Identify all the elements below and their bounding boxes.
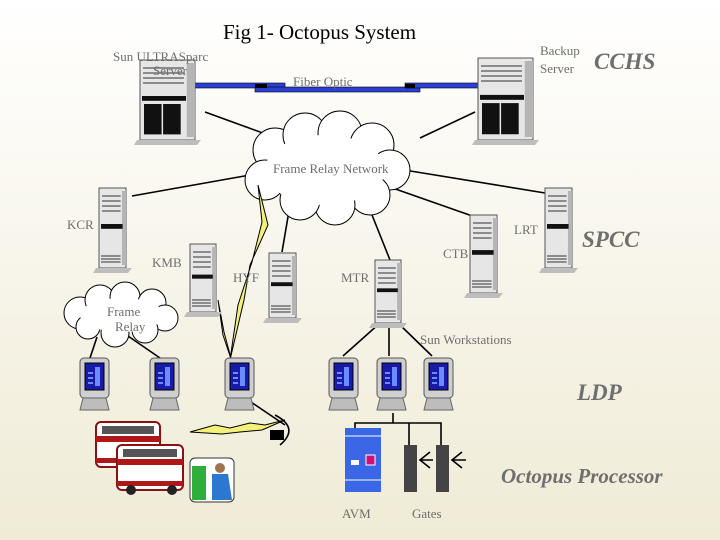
diagram-title: Fig 1- Octopus System [223, 20, 416, 44]
workstation-icon [423, 357, 454, 411]
frame-relay-cloud [63, 281, 179, 348]
workstations [79, 357, 454, 411]
octopus-processor-label: Octopus Processor [501, 464, 663, 488]
ctb-label: CTB [443, 246, 469, 261]
fare-gate-user-icon [189, 457, 235, 503]
cchs-label: CCHS [594, 49, 655, 74]
backup-server-icon [472, 57, 539, 145]
kcr-server-icon [93, 187, 132, 273]
workstation-icon [79, 357, 110, 411]
mtr-label: MTR [341, 270, 370, 285]
frame-relay-network-label: Frame Relay Network [273, 161, 389, 176]
workstation-icon [224, 357, 255, 411]
servers [93, 57, 578, 328]
frame-relay-network-cloud [244, 110, 411, 226]
gates-devices [404, 445, 466, 492]
kmb-label: KMB [152, 255, 182, 270]
lrt-server-icon [539, 187, 578, 273]
workstation-icon [149, 357, 180, 411]
workstation-icon [376, 357, 407, 411]
mtr-server-icon [369, 259, 407, 328]
backup-server-label-2: Server [540, 61, 575, 76]
avm-label: AVM [342, 506, 371, 521]
avm-device [345, 428, 381, 492]
main-server-label-2: Server [153, 63, 188, 78]
frame-relay-label: Frame [107, 304, 140, 319]
main-server-label: Sun ULTRASparc [113, 49, 208, 64]
sun-workstations-label: Sun Workstations [420, 332, 512, 347]
backup-server-label: Backup [540, 43, 580, 58]
ctb-server-icon [464, 214, 503, 298]
lrt-label: LRT [514, 222, 538, 237]
kmb-server-icon [184, 243, 222, 317]
hyf-server-icon [263, 252, 302, 323]
ldp-label: LDP [576, 380, 623, 405]
antenna-icon [270, 414, 290, 446]
main-server-icon [134, 59, 201, 145]
fiber-optic-label: Fiber Optic [293, 74, 353, 89]
gates-label: Gates [412, 506, 442, 521]
frame-relay-label-2: Relay [115, 319, 146, 334]
kcr-label: KCR [67, 217, 94, 232]
hyf-label: HYF [233, 270, 259, 285]
spcc-label: SPCC [582, 227, 640, 252]
bus-icons [95, 421, 184, 495]
workstation-icon [328, 357, 359, 411]
